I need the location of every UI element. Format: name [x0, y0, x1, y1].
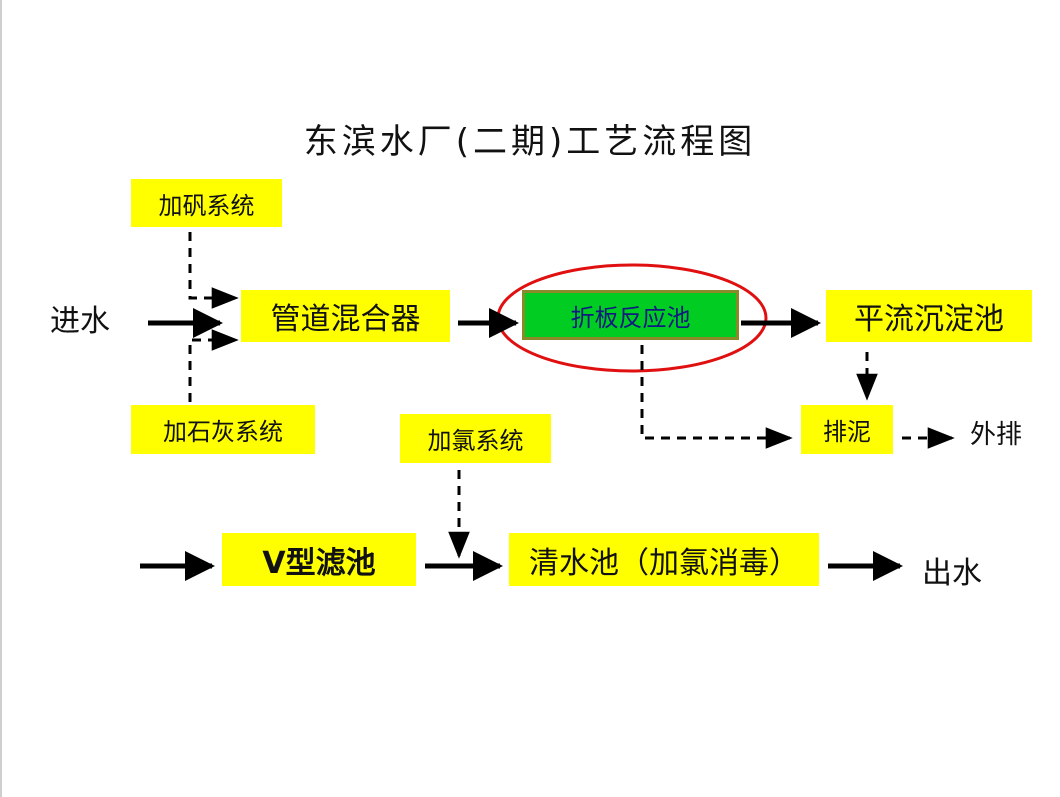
node-sludge-discharge: 排泥 — [801, 405, 893, 454]
node-external-discharge: 外排 — [970, 420, 1023, 450]
dashed-lime-to-mixer — [188, 329, 239, 402]
node-clear-water-tank: 清水池（加氯消毒） — [509, 533, 819, 586]
node-alum-system: 加矾系统 — [131, 179, 282, 227]
node-sedimentation-tank: 平流沉淀池 — [826, 290, 1032, 342]
node-baffle-reactor: 折板反应池 — [522, 290, 739, 340]
node-v-filter: V型滤池 — [222, 533, 416, 586]
node-inlet: 进水 — [50, 304, 110, 339]
node-pipe-mixer: 管道混合器 — [241, 290, 450, 342]
node-chlorine-system: 加氯系统 — [400, 414, 551, 463]
dashed-alum-to-mixer — [188, 232, 239, 309]
node-outlet: 出水 — [922, 556, 982, 591]
left-edge-rule — [0, 0, 2, 797]
highlight-ring — [496, 263, 768, 373]
diagram-title: 东滨水厂(二期)工艺流程图 — [303, 122, 757, 162]
node-lime-system: 加石灰系统 — [131, 405, 315, 454]
